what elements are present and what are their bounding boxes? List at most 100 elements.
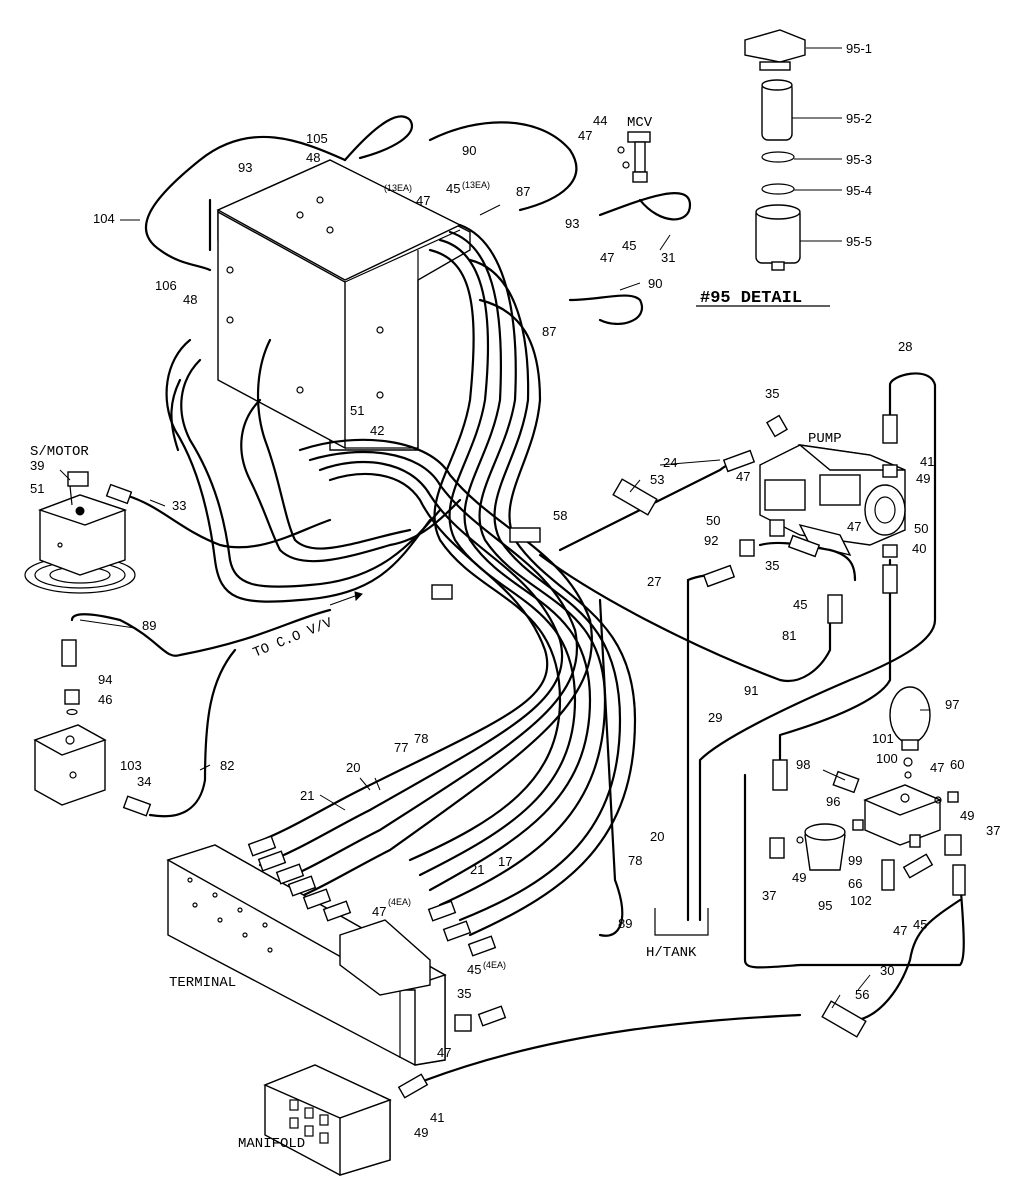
part-label: 47	[736, 469, 750, 484]
part-label: 42	[370, 423, 384, 438]
detail-part-95-2: 95-2	[846, 111, 872, 126]
part-label: 49	[960, 808, 974, 823]
main-control-valve-block	[216, 159, 471, 451]
part-label: 47	[416, 193, 430, 208]
detail-leaders	[792, 47, 842, 242]
part-label: 51	[30, 481, 44, 496]
part-label: 27	[647, 574, 661, 589]
part-label: 89	[618, 916, 632, 931]
h-tank	[654, 908, 709, 936]
terminal-label: TERMINAL	[169, 975, 236, 991]
part-label: 47	[372, 904, 386, 919]
s-motor	[24, 494, 136, 594]
pump	[759, 443, 906, 557]
part-label: 45	[446, 181, 460, 196]
part-label: 37	[762, 888, 776, 903]
part-label: 82	[220, 758, 234, 773]
part-label: 37	[986, 823, 1000, 838]
part-label: 78	[414, 731, 428, 746]
part-label: 47	[600, 250, 614, 265]
part-label: 97	[945, 697, 959, 712]
part-label: 51	[350, 403, 364, 418]
filter-block-96	[832, 757, 959, 846]
part-label: 50	[706, 513, 720, 528]
part-label: 91	[744, 683, 758, 698]
part-label: 34	[137, 774, 151, 789]
part-label: 106	[155, 278, 177, 293]
pump-label: PUMP	[808, 431, 842, 447]
part-label: 103	[120, 758, 142, 773]
detail-title: #95 DETAIL	[700, 289, 802, 308]
part-label: 30	[880, 963, 894, 978]
part-label: 50	[914, 521, 928, 536]
part-label: 21	[300, 788, 314, 803]
part-label: 41	[920, 454, 934, 469]
part-label: 104	[93, 211, 115, 226]
detail-part-95-1: 95-1	[846, 41, 872, 56]
to-cov-arrow	[329, 595, 356, 606]
part-label: 49	[414, 1125, 428, 1140]
part-label: 48	[183, 292, 197, 307]
part-label: 78	[628, 853, 642, 868]
part-label: 47	[578, 128, 592, 143]
part-label: 105	[306, 131, 328, 146]
part-label: (4EA)	[483, 960, 506, 970]
part-label: 58	[553, 508, 567, 523]
fittings-bottom-right	[852, 819, 966, 896]
part-label: 101	[872, 731, 894, 746]
part-label: 93	[238, 160, 252, 175]
filter-95	[769, 823, 846, 871]
h-tank-label: H/TANK	[646, 945, 697, 961]
part-label: 46	[98, 692, 112, 707]
part-label: 49	[792, 870, 806, 885]
part-label: 96	[826, 794, 840, 809]
part-label: 94	[98, 672, 112, 687]
part-label: 29	[708, 710, 722, 725]
right-fittings	[612, 414, 898, 1038]
part-label: 47	[930, 760, 944, 775]
part-label: 102	[850, 893, 872, 908]
part-label: 45	[622, 238, 636, 253]
part-label: 21	[470, 862, 484, 877]
hose-bundle	[248, 223, 637, 937]
part-label: (13EA)	[384, 183, 412, 193]
part-label: (13EA)	[462, 180, 490, 190]
manifold-label: MANIFOLD	[238, 1136, 305, 1152]
s-motor-label: S/MOTOR	[30, 444, 89, 460]
part-label: 77	[394, 740, 408, 755]
part-label: 17	[498, 854, 512, 869]
part-label: 39	[30, 458, 44, 473]
left-block-hoses	[165, 338, 462, 603]
part-label: 33	[172, 498, 186, 513]
part-label: 49	[916, 471, 930, 486]
part-label: 45	[913, 917, 927, 932]
part-label: 47	[847, 519, 861, 534]
right-side-hoses	[538, 372, 965, 1022]
detail-part-95-4: 95-4	[846, 183, 872, 198]
part-number-labels: 105 48 90 93 104 47 (13EA) 45 (13EA) 87 …	[30, 113, 1000, 1140]
s-motor-fitting	[67, 471, 89, 506]
part-label: 31	[661, 250, 675, 265]
part-label: 98	[796, 757, 810, 772]
part-label: 56	[855, 987, 869, 1002]
part-label: 92	[704, 533, 718, 548]
part-label: 89	[142, 618, 156, 633]
part-label: 100	[876, 751, 898, 766]
left-side-hoses	[61, 483, 332, 818]
part-label: 53	[650, 472, 664, 487]
part-label: 99	[848, 853, 862, 868]
detail-95-parts	[744, 29, 806, 271]
mcv	[617, 131, 651, 183]
part-label: 45	[467, 962, 481, 977]
part-label: 44	[593, 113, 607, 128]
accumulator-97	[889, 686, 931, 751]
part-label: 24	[663, 455, 677, 470]
part-label: 90	[648, 276, 662, 291]
part-label: 81	[782, 628, 796, 643]
manifold	[263, 1013, 802, 1176]
leaders	[59, 204, 930, 1009]
part-label: (4EA)	[388, 897, 411, 907]
part-label: 28	[898, 339, 912, 354]
terminal-fittings	[247, 835, 507, 1032]
